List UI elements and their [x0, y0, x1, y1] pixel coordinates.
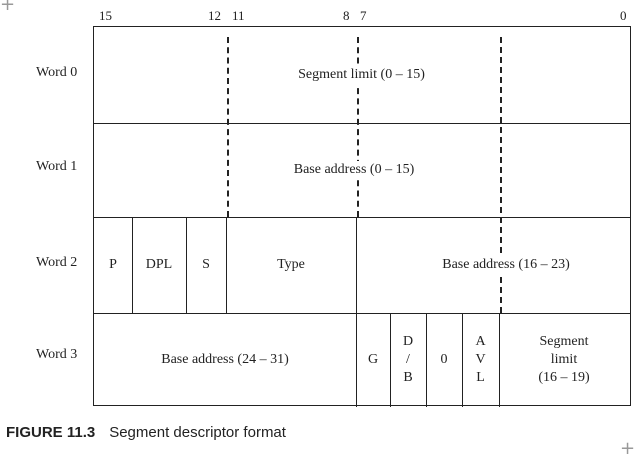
- g-field: G: [367, 352, 379, 367]
- field-divider: [499, 313, 500, 407]
- word-0-label: Word 0: [36, 65, 78, 80]
- word-1-label: Word 1: [36, 159, 78, 174]
- field-divider: [186, 217, 187, 313]
- bit-0-label: 0: [620, 8, 627, 23]
- bit-7-label: 7: [360, 8, 367, 23]
- field-divider: [226, 217, 227, 313]
- zero-field: 0: [440, 352, 448, 367]
- s-field: S: [202, 257, 210, 272]
- bit-11-label: 11: [232, 8, 245, 23]
- word-0-row: Segment limit (0 – 15): [94, 27, 629, 123]
- crop-mark-icon: +: [0, 0, 16, 15]
- word-3-label: Word 3: [36, 347, 78, 362]
- row-divider: [94, 217, 630, 218]
- field-divider: [390, 313, 391, 407]
- field-divider: [426, 313, 427, 407]
- row-divider: [94, 123, 630, 124]
- dashed-divider: [500, 37, 502, 313]
- word-1-row: Base address (0 – 15): [94, 123, 614, 217]
- dashed-divider: [357, 37, 359, 217]
- base-address-low-field: Base address (0 – 15): [291, 161, 417, 179]
- word-2-label: Word 2: [36, 255, 78, 270]
- crop-mark-icon: +: [620, 438, 636, 459]
- segment-descriptor-grid: Segment limit (0 – 15) Base address (0 –…: [93, 26, 631, 407]
- bit-8-label: 8: [343, 8, 350, 23]
- field-divider: [356, 217, 357, 407]
- db-field: D / B: [402, 334, 414, 385]
- dpl-field: DPL: [145, 257, 173, 272]
- field-divider: [462, 313, 463, 407]
- figure-title: Segment descriptor format: [109, 424, 286, 441]
- segment-limit-low-field: Segment limit (0 – 15): [296, 66, 427, 84]
- base-address-mid-field: Base address (16 – 23): [440, 256, 572, 274]
- p-field: P: [109, 257, 117, 272]
- figure-caption: FIGURE 11.3 Segment descriptor format: [6, 424, 286, 441]
- bit-15-label: 15: [99, 8, 112, 23]
- avl-field: A V L: [475, 334, 486, 385]
- bit-12-label: 12: [208, 8, 221, 23]
- base-address-high-field: Base address (24 – 31): [161, 352, 289, 367]
- type-field: Type: [277, 257, 305, 272]
- field-divider: [132, 217, 133, 313]
- row-divider: [94, 313, 630, 314]
- base-address-mid-row: Base address (16 – 23): [356, 217, 640, 313]
- figure-number: FIGURE 11.3: [6, 424, 96, 441]
- segment-limit-high-field: Segment limit (16 – 19): [538, 334, 590, 385]
- dashed-divider: [227, 37, 229, 217]
